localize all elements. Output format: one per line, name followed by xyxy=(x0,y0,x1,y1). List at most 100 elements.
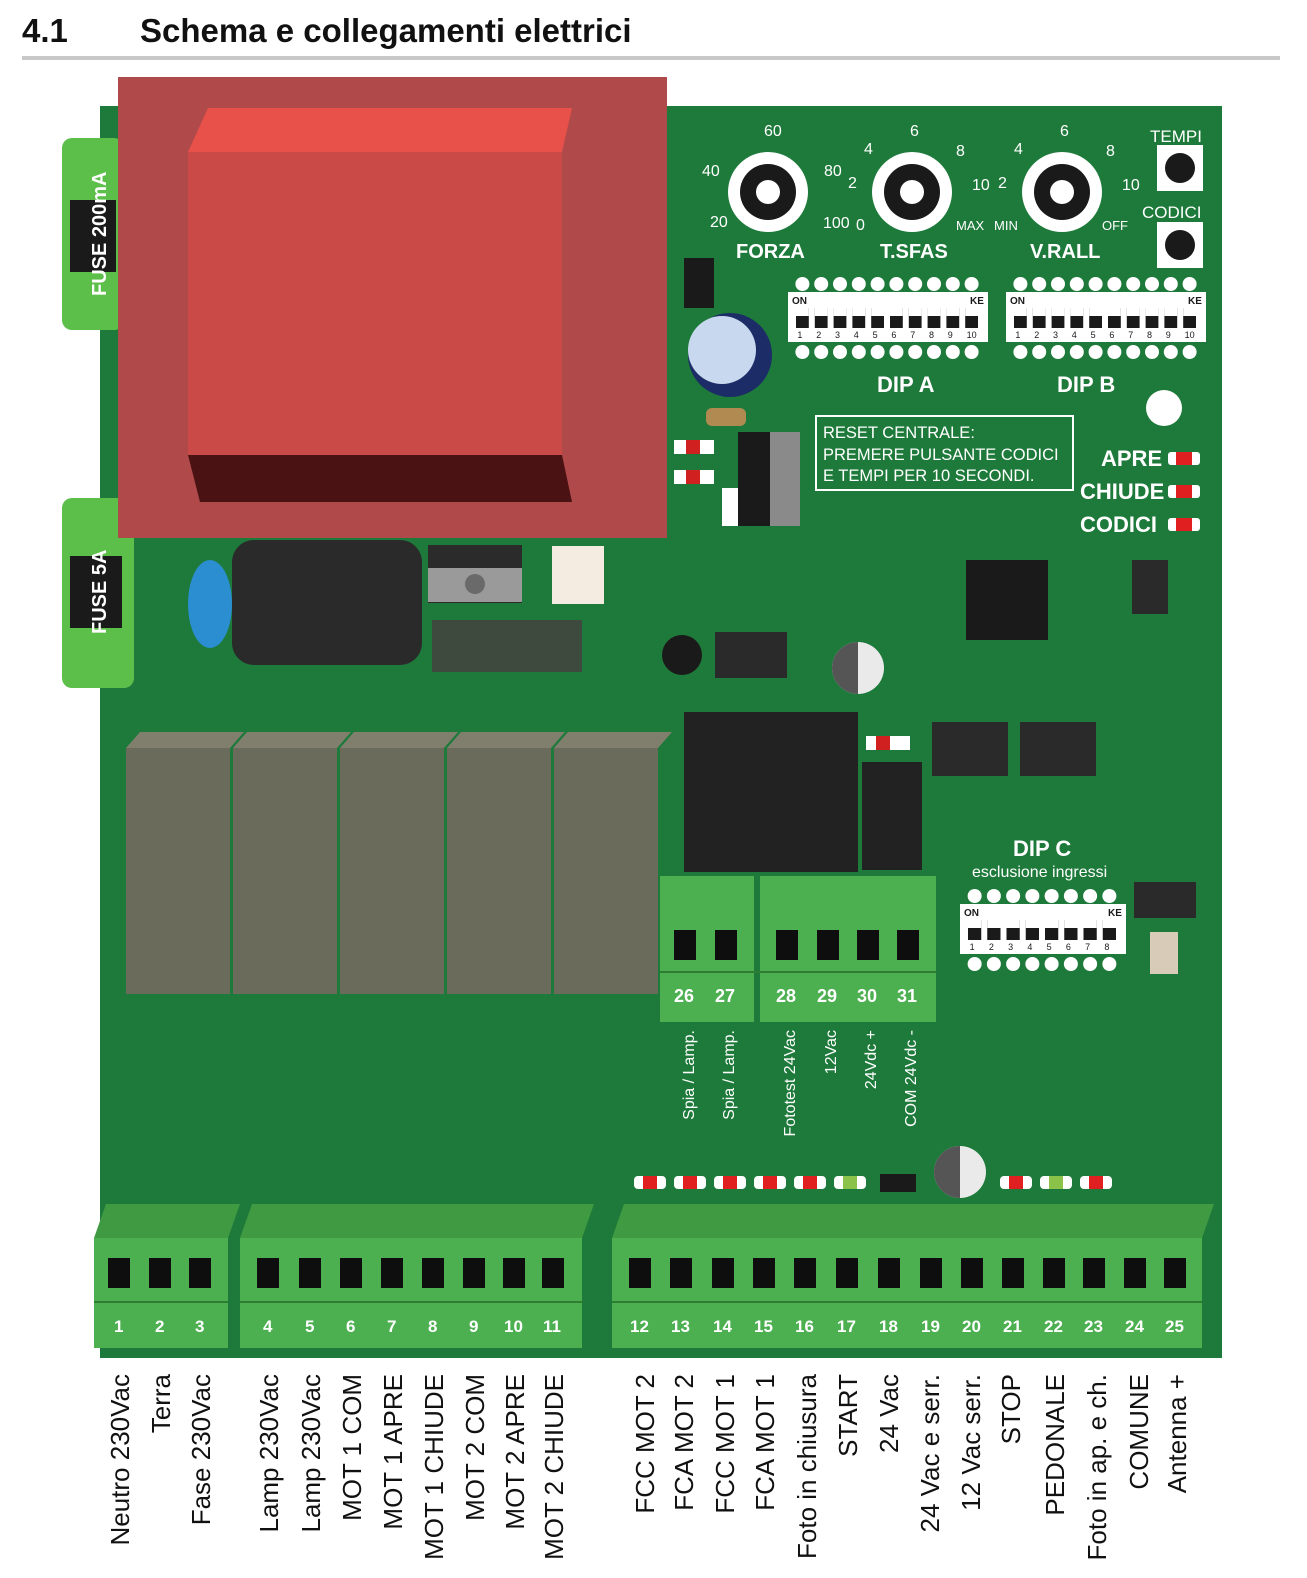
led-apre-label: APRE xyxy=(1101,446,1162,471)
dip-toggle-head xyxy=(1014,308,1027,316)
dip-c-sublabel: esclusione ingressi xyxy=(972,864,1107,881)
bottom-terminal-label: PEDONALE xyxy=(1040,1374,1070,1574)
reset-note: RESET CENTRALE: PREMERE PULSANTE CODICI … xyxy=(815,415,1074,491)
terminal-number: 3 xyxy=(195,1317,204,1336)
trimmer-tick: MIN xyxy=(994,218,1018,233)
bottom-terminal-label-text: Neutro 230Vac xyxy=(105,1374,135,1546)
bottom-terminal-label-text: Lamp 230Vac xyxy=(296,1374,326,1533)
dip-pin xyxy=(1051,345,1065,359)
dip-ke-label: KE xyxy=(970,296,984,307)
terminal-number: 16 xyxy=(795,1317,814,1336)
codici-button[interactable]: CODICI xyxy=(1142,203,1203,268)
bottom-terminal-label: FCC MOT 1 xyxy=(710,1374,740,1574)
relay xyxy=(447,748,551,994)
dip-number: 5 xyxy=(1047,942,1052,952)
tempi-button[interactable]: TEMPI xyxy=(1150,127,1203,191)
dip-pin xyxy=(1163,277,1178,291)
bottom-terminal-label: MOT 1 CHIUDE xyxy=(419,1374,449,1574)
dip-pin xyxy=(795,277,810,291)
bottom-terminal-label-text: Terra xyxy=(146,1374,176,1434)
section-number: 4.1 xyxy=(22,12,68,49)
bottom-terminal-label-text: MOT 1 CHIUDE xyxy=(419,1374,449,1560)
white-indicator xyxy=(1146,390,1182,426)
led-chiude: CHIUDE xyxy=(1080,479,1200,504)
dip-pin xyxy=(1088,345,1103,359)
dip-number: 4 xyxy=(1072,330,1077,340)
dip-pin xyxy=(814,277,829,291)
dip-pin xyxy=(833,345,847,359)
fuse-200ma-label: FUSE 200mA xyxy=(89,172,111,297)
dip-on-label: ON xyxy=(1010,296,1025,307)
trimmer-tick: MAX xyxy=(956,218,985,233)
terminal-screw xyxy=(503,1258,525,1288)
dip-toggle-head xyxy=(1064,920,1078,928)
dip-number: 7 xyxy=(910,330,915,340)
dip-on-label: ON xyxy=(792,296,807,307)
chip-right-1 xyxy=(932,722,1008,776)
bottom-terminal-label-text: FCA MOT 1 xyxy=(750,1374,780,1511)
dip-toggle-head xyxy=(968,920,982,928)
dip-pin xyxy=(851,345,866,359)
dip-pin xyxy=(1006,889,1021,903)
coil xyxy=(232,540,422,665)
input-led-chip xyxy=(1009,1176,1023,1189)
dip-pin xyxy=(927,345,941,359)
dip-pin xyxy=(964,345,979,359)
terminal-number: 2 xyxy=(155,1317,164,1336)
reset-line-2: PREMERE PULSANTE CODICI xyxy=(823,446,1059,464)
dip-toggle-head xyxy=(814,308,828,316)
trimmer-tick: 8 xyxy=(956,143,965,160)
dip-pin xyxy=(870,277,885,291)
terminal-screw xyxy=(189,1258,211,1288)
terminal-screw xyxy=(897,930,919,960)
dip-toggle-head xyxy=(852,308,866,316)
bottom-terminal-label: MOT 1 APRE xyxy=(378,1374,408,1574)
dip-number: 3 xyxy=(1008,942,1013,952)
terminal-number: 21 xyxy=(1003,1317,1022,1336)
dip-on-label: ON xyxy=(964,908,979,919)
dip-pin xyxy=(1145,277,1159,291)
terminal-top xyxy=(94,1204,240,1238)
dip-toggle-head xyxy=(1108,308,1121,316)
bottom-terminal-label-text: MOT 1 APRE xyxy=(378,1374,408,1530)
bottom-terminal-label: Antenna + xyxy=(1162,1374,1192,1574)
terminal-number: 15 xyxy=(754,1317,773,1336)
dip-pin xyxy=(1083,889,1098,903)
dip-toggle-head xyxy=(1145,308,1159,316)
dip-number: 6 xyxy=(891,330,896,340)
chip-small-1 xyxy=(715,632,787,678)
chip-dipc-side xyxy=(1134,882,1196,918)
bottom-terminal-label-text: MOT 2 CHIUDE xyxy=(539,1374,569,1560)
mid-terminal-label: 24Vdc + xyxy=(863,1030,880,1089)
terminal-number: 23 xyxy=(1084,1317,1103,1336)
dip-pin xyxy=(889,277,904,291)
transformer xyxy=(118,77,667,538)
bottom-terminal-label: 24 Vac xyxy=(874,1374,904,1574)
dip-pin xyxy=(964,277,979,291)
terminal-screw xyxy=(1043,1258,1065,1288)
dip-pin xyxy=(1013,345,1028,359)
mid-terminal-label: Spia / Lamp. xyxy=(721,1030,738,1120)
dip-pin xyxy=(1102,957,1117,971)
mid-terminal-label: Fototest 24Vac xyxy=(782,1030,799,1136)
dip-number: 2 xyxy=(989,942,994,952)
bottom-terminal-label-text: FCC MOT 2 xyxy=(630,1374,660,1514)
dip-pin xyxy=(908,345,923,359)
mid-terminal-label: 12Vac xyxy=(823,1030,840,1074)
dip-pin xyxy=(1126,345,1141,359)
input-led-chip xyxy=(763,1176,777,1189)
dip-number: 3 xyxy=(1053,330,1058,340)
dip-toggle-head xyxy=(1083,920,1097,928)
terminal-number: 24 xyxy=(1125,1317,1144,1336)
dip-pin xyxy=(1107,345,1122,359)
dip-number: 10 xyxy=(967,330,977,340)
dip-number: 7 xyxy=(1128,330,1133,340)
bottom-terminal-label: FCA MOT 1 xyxy=(750,1374,780,1574)
dip-pin xyxy=(986,889,1001,903)
dip-number: 6 xyxy=(1109,330,1114,340)
terminal-number: 26 xyxy=(674,986,694,1006)
